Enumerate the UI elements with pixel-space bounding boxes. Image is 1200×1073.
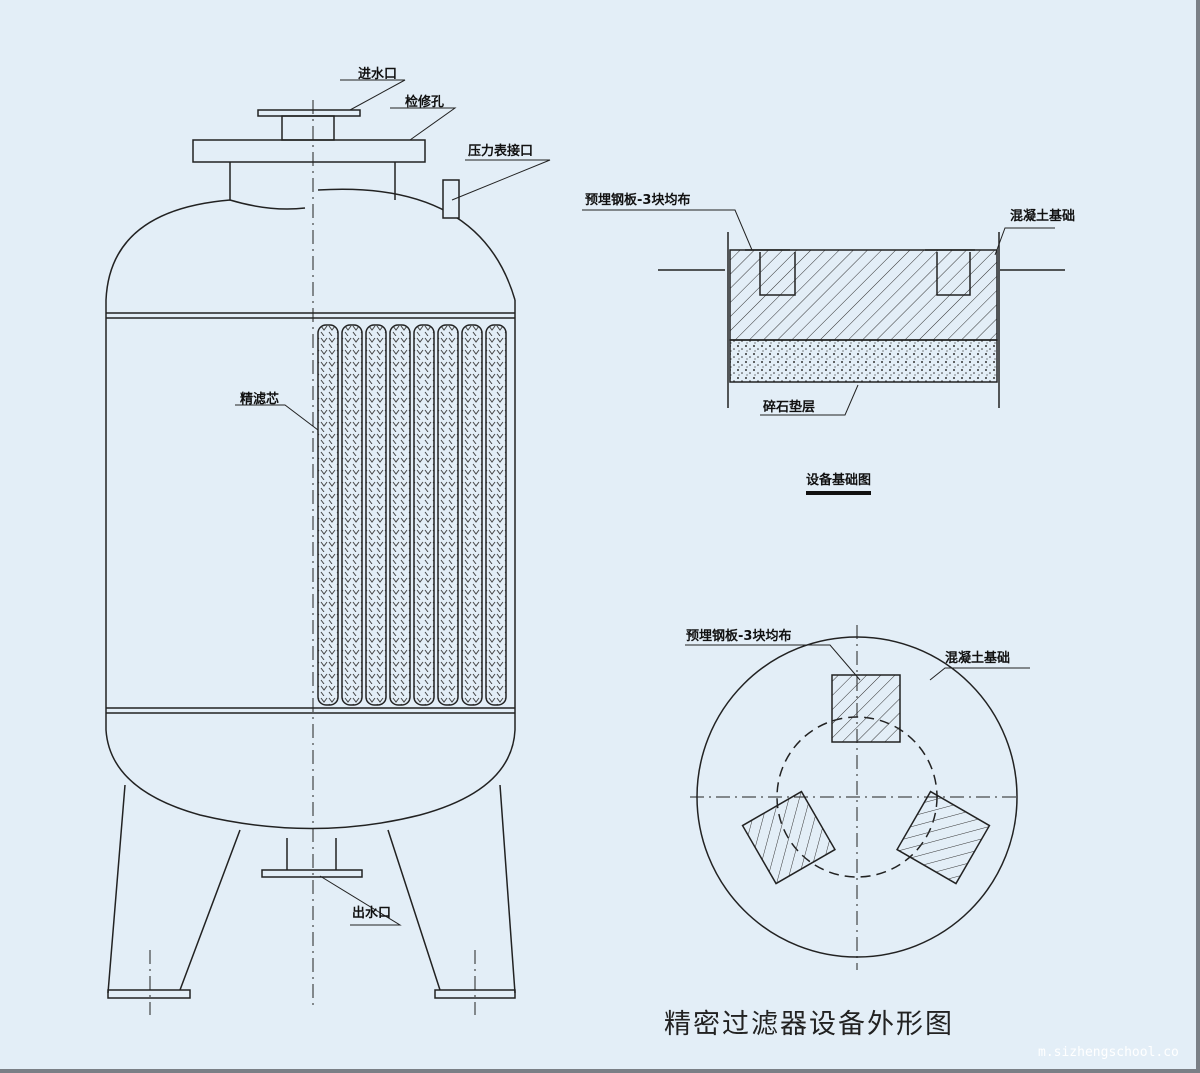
watermark: m.sizhengschool.co — [1038, 1045, 1179, 1060]
filter-elements — [317, 324, 507, 706]
label-embedded-plate-section: 预埋钢板-3块均布 — [585, 193, 691, 208]
label-manhole: 检修孔 — [405, 95, 445, 110]
label-embedded-plate-plan: 预埋钢板-3块均布 — [686, 629, 792, 644]
tank-elevation — [105, 79, 551, 1015]
foundation-section — [582, 209, 1065, 416]
label-pressure-port: 压力表接口 — [468, 144, 534, 159]
label-filter-element: 精滤芯 — [240, 392, 280, 407]
label-outlet: 出水口 — [352, 906, 392, 921]
section-caption: 设备基础图 — [806, 469, 872, 495]
label-concrete-section: 混凝土基础 — [1010, 209, 1076, 224]
label-inlet: 进水口 — [358, 67, 398, 82]
label-concrete-plan: 混凝土基础 — [945, 651, 1011, 666]
foundation-plan — [685, 625, 1030, 970]
page-title: 精密过滤器设备外形图 — [664, 1009, 954, 1040]
label-gravel: 碎石垫层 — [763, 400, 816, 415]
